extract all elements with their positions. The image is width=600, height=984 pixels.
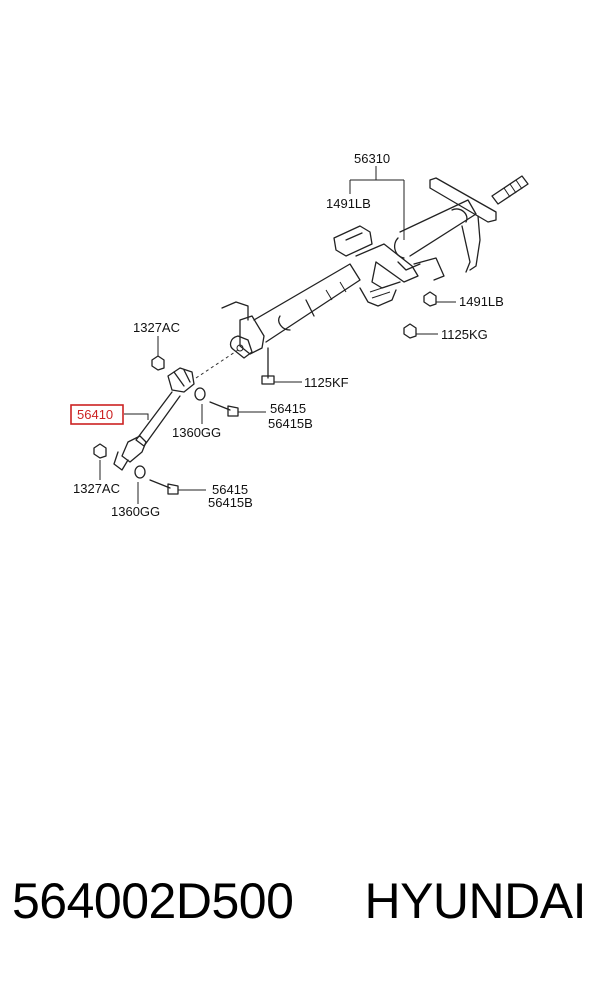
- steering-column-assembly: [221, 175, 529, 359]
- label-1491lb-top: 1491LB: [326, 196, 371, 211]
- callout-labels: 56310 1491LB 1491LB 1125KG 1327AC 1125KF…: [70, 151, 504, 519]
- label-56415-lower: 56415: [212, 482, 248, 497]
- label-56410: 56410: [77, 407, 113, 422]
- label-1491lb-right: 1491LB: [459, 294, 504, 309]
- footer: 564002D500 HYUNDAI: [0, 872, 600, 952]
- label-56410-highlight-box: [70, 404, 124, 425]
- label-56415-upper: 56415: [270, 401, 306, 416]
- brand-name: HYUNDAI: [364, 873, 586, 929]
- label-1125kf: 1125KF: [304, 375, 349, 390]
- label-1360gg-lower: 1360GG: [111, 504, 160, 519]
- intermediate-shaft: [113, 367, 195, 471]
- part-number: 564002D500: [12, 873, 294, 929]
- label-1327ac-top: 1327AC: [133, 320, 180, 335]
- label-56415b-upper: 56415B: [268, 416, 313, 431]
- label-56415b-lower: 56415B: [208, 495, 253, 510]
- leader-lines: [99, 166, 456, 504]
- alignment-line: [195, 349, 239, 379]
- label-56310: 56310: [354, 151, 390, 166]
- label-1327ac-bottom: 1327AC: [73, 481, 120, 496]
- label-1125kg: 1125KG: [441, 327, 488, 342]
- label-1360gg-upper: 1360GG: [172, 425, 221, 440]
